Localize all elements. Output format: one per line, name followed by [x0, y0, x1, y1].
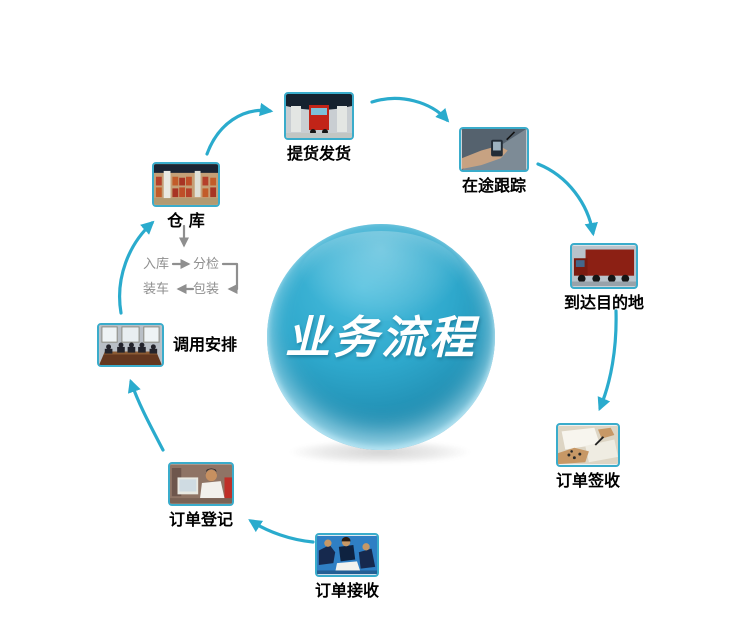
tracking-label: 在途跟踪: [461, 176, 526, 195]
conference-room-photo: [97, 323, 164, 367]
warehouse-label: 仓 库: [167, 211, 205, 230]
warehouse-shelves-photo: [152, 162, 220, 207]
arrow-tracking-to-arrival-icon: [536, 162, 598, 237]
red-truck-photo: [570, 243, 638, 289]
subflow-loading-label: 装车: [143, 282, 170, 297]
arrow-sorting-to-packing-icon: [221, 262, 239, 295]
center-sphere: 业务流程: [267, 224, 495, 450]
arrow-arrival-to-sign-icon: [597, 309, 618, 412]
arrow-register-to-dispatch-icon: [127, 378, 165, 452]
register-label: 订单登记: [168, 510, 233, 529]
woman-at-computer-photo: [168, 462, 234, 506]
receive-label: 订单接收: [315, 581, 380, 600]
arrow-pickup-to-tracking-icon: [370, 96, 450, 123]
truck-at-gate-photo: [284, 92, 354, 140]
node-dispatch: 调用安排: [97, 323, 237, 367]
subflow-inbound-label: 入库: [143, 257, 170, 272]
diagram-title: 业务流程: [284, 310, 477, 364]
hand-with-phone-photo: [459, 127, 529, 172]
node-warehouse: 仓 库: [152, 162, 220, 230]
signing-document-photo: [556, 423, 620, 467]
arrow-warehouse-to-pickup-icon: [205, 102, 274, 156]
subflow-sorting-label: 分检: [193, 257, 220, 272]
pickup-label: 提货发货: [286, 144, 351, 163]
node-pickup: 提货发货: [284, 92, 354, 163]
arrow-receive-to-register-icon: [248, 519, 315, 544]
dispatch-label: 调用安排: [173, 335, 238, 355]
arrival-label: 到达目的地: [564, 293, 645, 312]
node-receive: 订单接收: [315, 533, 379, 600]
people-meeting-photo: [315, 533, 379, 577]
node-tracking: 在途跟踪: [459, 127, 529, 195]
sign-label: 订单签收: [556, 471, 621, 490]
node-arrival: 到达目的地: [564, 243, 644, 312]
node-register: 订单登记: [168, 462, 234, 529]
subflow-packing-label: 包装: [193, 282, 220, 297]
node-sign: 订单签收: [556, 423, 620, 490]
